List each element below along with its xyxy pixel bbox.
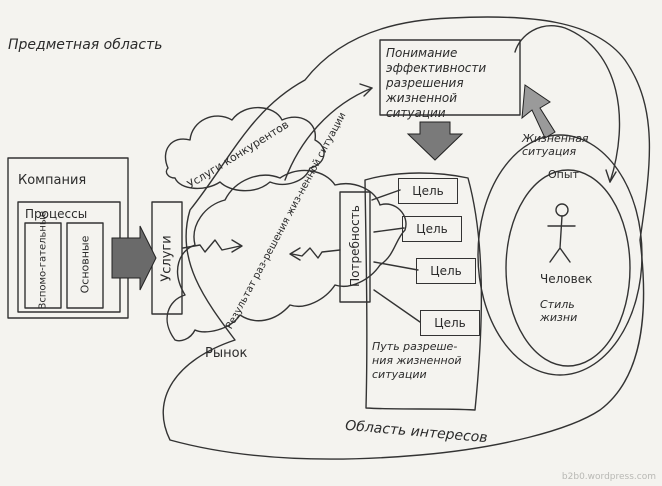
goal-box-1: Цель xyxy=(398,178,458,204)
interest-area-outline xyxy=(162,16,651,460)
path-label: Путь разреше-ния жизненной ситуации xyxy=(372,340,462,381)
market-label: Рынок xyxy=(205,346,248,361)
life-situation-ring-outer xyxy=(477,134,643,376)
competitor-cloud-outline xyxy=(164,106,325,192)
person-to-understanding-arrow xyxy=(521,84,556,139)
life-situation-label: Жизненная ситуация xyxy=(522,132,589,158)
lifestyle-label: Стиль жизни xyxy=(540,298,578,324)
understanding-box xyxy=(379,39,521,116)
services-label: Услуги xyxy=(159,235,175,282)
market-cloud-outline xyxy=(166,169,407,342)
understanding-label: Понимание эффективности разрешения жизне… xyxy=(386,46,487,120)
main-label: Основные xyxy=(78,235,92,294)
person-head xyxy=(555,203,569,217)
need-box xyxy=(339,191,371,303)
need-to-result-link xyxy=(291,247,341,259)
company-to-services-arrow xyxy=(111,225,157,291)
goal-arrows xyxy=(371,189,421,323)
processes-label: Процессы xyxy=(25,207,88,221)
company-label: Компания xyxy=(18,173,87,188)
subject-area-label: Предметная область xyxy=(8,37,163,53)
main-box xyxy=(66,222,104,309)
path-outline xyxy=(364,172,483,411)
auxiliary-label: Вспомо-гательные xyxy=(37,210,49,310)
understanding-down-arrow xyxy=(406,121,464,161)
goal-box-3: Цель xyxy=(416,258,476,284)
goal-box-4: Цель xyxy=(420,310,480,336)
experience-label: Опыт xyxy=(548,168,579,181)
goal-box-2: Цель xyxy=(402,216,462,242)
feedback-loop-arrow xyxy=(514,25,621,183)
auxiliary-box xyxy=(24,222,62,309)
person-body xyxy=(547,215,576,263)
need-label: Потребность xyxy=(348,205,362,287)
life-situation-ring-inner xyxy=(505,169,631,367)
watermark: b2b0.wordpress.com xyxy=(561,472,656,482)
services-to-result-link xyxy=(182,239,241,253)
result-to-understanding-arrow xyxy=(284,87,373,181)
person-label: Человек xyxy=(540,272,593,286)
